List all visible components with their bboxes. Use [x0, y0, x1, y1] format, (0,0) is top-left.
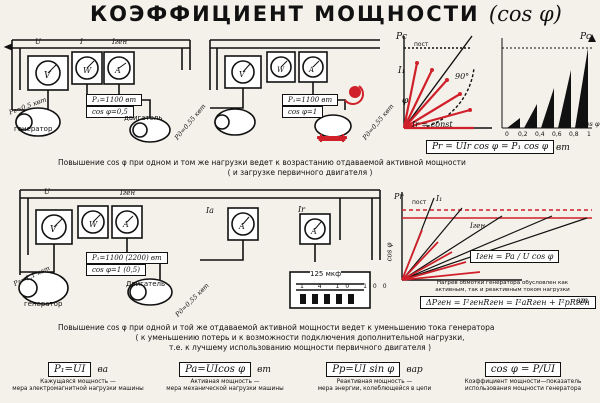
- vector-bottom-igen: Iген: [470, 222, 486, 230]
- svg-text:A: A: [310, 227, 317, 236]
- caption-bottom-line2: ( к уменьшению потерь и к возможности по…: [135, 333, 465, 342]
- bottom-left-u: U: [44, 188, 50, 196]
- top-left-power-label: P₁=1100 вт: [86, 94, 143, 106]
- formula-active-label2: мера механической нагрузки машины: [166, 385, 284, 392]
- formula-apparent-label2: мера электромагнитной нагрузки машины: [12, 385, 144, 392]
- top-left-circuit: V W A: [3, 39, 191, 143]
- bottom-left-ia: Iа: [206, 206, 214, 215]
- formula-apparent: P₁=UI ва Кажущаяся мощность — мера элект…: [8, 362, 148, 392]
- svg-text:0,2: 0,2: [518, 131, 528, 138]
- caption-top-line1: Повышение cos φ при одном и том же нагру…: [58, 158, 466, 167]
- vector-top-angle: 90°: [455, 72, 470, 81]
- formula-active-text: Pa=UIcos φ: [179, 362, 252, 377]
- formula-top: Pr = UIr cos φ = P₁ cos φ: [426, 140, 555, 154]
- formula-top-text: Pr = UIr cos φ = P₁ cos φ: [432, 142, 549, 152]
- capacitor-ticks: 1 4 10 100: [300, 282, 393, 291]
- vector-diagram-bottom: [401, 192, 592, 281]
- vector-bottom-formula: Iген = Pa / U cos φ: [470, 250, 560, 263]
- svg-text:0: 0: [505, 131, 509, 138]
- cap-tick-1: 1: [300, 283, 310, 290]
- svg-text:V: V: [239, 70, 246, 79]
- formula-reactive-unit: вар: [406, 364, 423, 375]
- svg-text:0,8: 0,8: [569, 131, 579, 138]
- cap-tick-4: 4: [317, 283, 328, 290]
- vector-bottom-note-line2: активным, так и реактивным током нагрузк…: [435, 286, 570, 293]
- vector-bottom-pr: Pr: [394, 192, 404, 201]
- title-symbol: (cos φ): [488, 2, 562, 26]
- formula-power-factor-text: cos φ = P/UI: [484, 362, 562, 377]
- formula-reactive-label2: мера энергии, колеблющейся в цепи: [317, 385, 432, 392]
- vector-top-ir: Ir = const: [412, 120, 453, 129]
- top-left-cos-label: cos φ=0,5: [86, 106, 134, 118]
- bottom-left-power-label: P₁=1100 (2200) вт: [86, 252, 168, 264]
- top-left-u: U: [35, 38, 41, 46]
- vector-bottom-axis-label: cos φ: [385, 242, 394, 262]
- svg-text:0,6: 0,6: [552, 131, 562, 138]
- formula-reactive-text: Pp=UI sin φ: [326, 362, 401, 377]
- bottom-left-circuit: V W A A A: [18, 189, 381, 309]
- svg-text:W: W: [277, 66, 285, 74]
- formula-power-factor: cos φ = P/UI Коэффициент мощности—показа…: [452, 362, 594, 392]
- vector-top-pc-right: Pc: [580, 32, 592, 42]
- capacitor-label: 125 мкф: [310, 270, 342, 279]
- vector-bottom-heat: ΔPген = I²генRген = I²аRген + I²рRген: [420, 296, 596, 309]
- svg-text:V: V: [44, 71, 52, 81]
- vector-bottom-note: Нагрев обмотки генератора обусловлен как…: [410, 280, 595, 293]
- vector-top-post: пост: [414, 41, 429, 48]
- formula-apparent-label1: Кажущаяся мощность —: [40, 379, 116, 385]
- svg-text:W: W: [83, 66, 92, 75]
- formula-reactive: Pp=UI sin φ вар Реактивная мощность — ме…: [302, 362, 447, 392]
- cap-tick-10: 10: [335, 283, 356, 290]
- vector-bottom-i1: I₁: [436, 194, 443, 203]
- formula-active-unit: вт: [257, 364, 271, 375]
- vector-top-pc: Pс: [396, 32, 408, 42]
- bottom-left-cos-label: cos φ=1 (0,5): [86, 264, 146, 276]
- vector-top-i1: I₁: [398, 66, 406, 76]
- top-left-motor-label: двигатель: [124, 114, 163, 122]
- svg-text:A: A: [308, 66, 314, 74]
- svg-text:W: W: [89, 220, 98, 229]
- caption-bottom-line3: т.е. к лучшему использованию мощности пе…: [168, 343, 432, 352]
- top-left-igen: Iген: [112, 38, 128, 46]
- svg-text:A: A: [114, 66, 121, 75]
- top-left-i: I: [80, 38, 83, 46]
- caption-bottom-line1: Повышение cos φ при одной и той же отдав…: [58, 323, 495, 332]
- vector-bottom-post: пост: [412, 199, 427, 206]
- vector-bottom-heat-unit: вт: [576, 296, 589, 305]
- top-mid-power-label: P₁=1100 вт: [282, 94, 339, 106]
- svg-text:1: 1: [587, 131, 591, 138]
- vector-bottom-note-line1: Нагрев обмотки генератора обусловлен как: [436, 280, 569, 286]
- vector-top-axis-label: cos φ: [582, 120, 600, 128]
- formula-apparent-unit: ва: [97, 364, 109, 375]
- formula-power-factor-label2: использования мощности генератора: [464, 385, 582, 392]
- top-mid-circuit: V W A: [209, 39, 380, 142]
- title-main: КОЭФФИЦИЕНТ МОЩНОСТИ: [90, 2, 480, 26]
- formula-apparent-text: P₁=UI: [47, 362, 92, 377]
- top-left-generator-label: генератор: [14, 125, 53, 133]
- formula-reactive-label1: Реактивная мощность —: [336, 379, 413, 385]
- cap-tick-100: 100: [363, 283, 393, 290]
- bottom-left-motor-label: Двигатель: [126, 280, 166, 288]
- formula-power-factor-label1: Коэффициент мощности—показатель: [464, 379, 582, 385]
- svg-text:A: A: [238, 222, 245, 231]
- page-title: КОЭФФИЦИЕНТ МОЩНОСТИ (cos φ): [90, 2, 562, 26]
- vector-diagram-top: 0 0,2 0,4 0,6 0,8 1: [402, 34, 596, 138]
- svg-text:A: A: [122, 220, 129, 229]
- svg-text:V: V: [50, 225, 58, 235]
- formula-active: Pa=UIcos φ вт Активная мощность — мера м…: [155, 362, 295, 392]
- bottom-left-ir: Ir: [298, 205, 305, 214]
- bottom-left-igen: Iген: [120, 189, 136, 197]
- formula-top-unit: вт: [556, 143, 570, 153]
- bottom-left-generator-label: генератор: [24, 300, 63, 308]
- svg-text:0,4: 0,4: [535, 131, 545, 138]
- top-mid-cos-label: cos φ=1: [282, 106, 324, 118]
- caption-top-line2: ( и загрузке первичного двигателя ): [227, 168, 373, 177]
- vector-top-phi: φ: [402, 96, 409, 106]
- formula-active-label1: Активная мощность —: [190, 379, 260, 385]
